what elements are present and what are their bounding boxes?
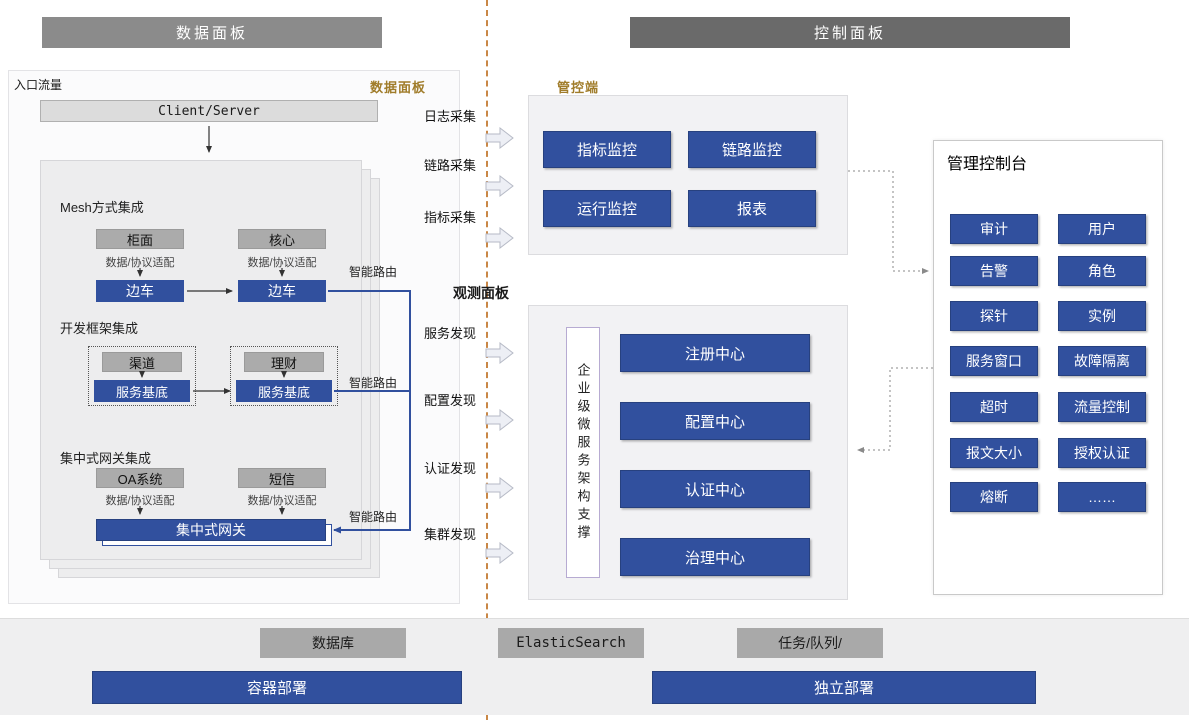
registry-center-button: 注册中心 xyxy=(620,334,810,372)
service-window-button: 服务窗口 xyxy=(950,346,1038,376)
flow-arrow-icon xyxy=(485,127,514,149)
observe-panel-title: 观测面板 xyxy=(453,285,509,301)
control-panel-header: 控制面板 xyxy=(630,17,1070,48)
framework-section-title: 开发框架集成 xyxy=(60,321,139,336)
run-monitor-button: 运行监控 xyxy=(543,190,671,227)
auth-center-button: 认证中心 xyxy=(620,470,810,508)
service-base-box-right: 服务基底 xyxy=(236,380,332,402)
flow-arrow-icon xyxy=(485,342,514,364)
adapter-label: 数据/协议适配 xyxy=(105,495,175,507)
core-box: 核心 xyxy=(238,229,326,249)
smart-routing-label: 智能路由 xyxy=(349,265,398,279)
log-collect-label: 日志采集 xyxy=(424,109,477,124)
circuit-breaker-button: 熔断 xyxy=(950,482,1038,512)
alert-button: 告警 xyxy=(950,256,1038,286)
auth-discovery-label: 认证发现 xyxy=(424,461,477,476)
flow-arrow-icon xyxy=(485,409,514,431)
role-button: 角色 xyxy=(1058,256,1146,286)
metric-monitor-button: 指标监控 xyxy=(543,131,671,168)
database-box: 数据库 xyxy=(260,628,406,658)
flow-arrow-icon xyxy=(485,175,514,197)
more-button: …… xyxy=(1058,482,1146,512)
flow-control-button: 流量控制 xyxy=(1058,392,1146,422)
config-center-button: 配置中心 xyxy=(620,402,810,440)
counter-box: 柜面 xyxy=(96,229,184,249)
config-discovery-label: 配置发现 xyxy=(424,393,477,408)
entry-traffic-label: 入口流量 xyxy=(14,78,63,92)
task-queue-box: 任务/队列/ xyxy=(737,628,883,658)
adapter-label: 数据/协议适配 xyxy=(105,257,175,269)
message-size-button: 报文大小 xyxy=(950,438,1038,468)
channel-box: 渠道 xyxy=(102,352,182,372)
container-deploy-bar: 容器部署 xyxy=(92,671,462,704)
report-button: 报表 xyxy=(688,190,816,227)
service-discovery-label: 服务发现 xyxy=(424,326,477,341)
monitor-panel-container xyxy=(528,95,848,255)
adapter-label: 数据/协议适配 xyxy=(247,495,317,507)
sms-box: 短信 xyxy=(238,468,326,488)
gateway-section-title: 集中式网关集成 xyxy=(60,451,152,466)
instance-button: 实例 xyxy=(1058,301,1146,331)
flow-arrow-icon xyxy=(485,477,514,499)
data-panel-title: 数据面板 xyxy=(370,80,427,95)
elasticsearch-box: ElasticSearch xyxy=(498,628,644,658)
client-server-bar: Client/Server xyxy=(40,100,378,122)
governance-center-button: 治理中心 xyxy=(620,538,810,576)
metric-collect-label: 指标采集 xyxy=(424,210,477,225)
sidecar-box-left: 边车 xyxy=(96,280,184,302)
flow-arrow-icon xyxy=(485,227,514,249)
fault-isolation-button: 故障隔离 xyxy=(1058,346,1146,376)
trace-collect-label: 链路采集 xyxy=(424,158,477,173)
standalone-deploy-bar: 独立部署 xyxy=(652,671,1036,704)
microservice-support-label: 企业级微服务架构支撑 xyxy=(566,327,600,578)
central-gateway-bar: 集中式网关 xyxy=(96,519,326,541)
trace-monitor-button: 链路监控 xyxy=(688,131,816,168)
cluster-discovery-label: 集群发现 xyxy=(424,527,477,542)
sidecar-box-right: 边车 xyxy=(238,280,326,302)
console-panel-title: 管理控制台 xyxy=(947,156,1028,173)
user-button: 用户 xyxy=(1058,214,1146,244)
mesh-section-title: Mesh方式集成 xyxy=(60,200,144,215)
authorization-button: 授权认证 xyxy=(1058,438,1146,468)
smart-routing-label: 智能路由 xyxy=(349,510,398,524)
monitor-panel-title: 管控端 xyxy=(557,80,600,95)
panel-divider-line xyxy=(486,0,488,720)
probe-button: 探针 xyxy=(950,301,1038,331)
adapter-label: 数据/协议适配 xyxy=(247,257,317,269)
wealth-box: 理财 xyxy=(244,352,324,372)
flow-arrow-icon xyxy=(485,542,514,564)
timeout-button: 超时 xyxy=(950,392,1038,422)
data-panel-header: 数据面板 xyxy=(42,17,382,48)
audit-button: 审计 xyxy=(950,214,1038,244)
oa-system-box: OA系统 xyxy=(96,468,184,488)
service-base-box-left: 服务基底 xyxy=(94,380,190,402)
smart-routing-label: 智能路由 xyxy=(349,376,398,390)
framework-group-left xyxy=(88,346,196,406)
